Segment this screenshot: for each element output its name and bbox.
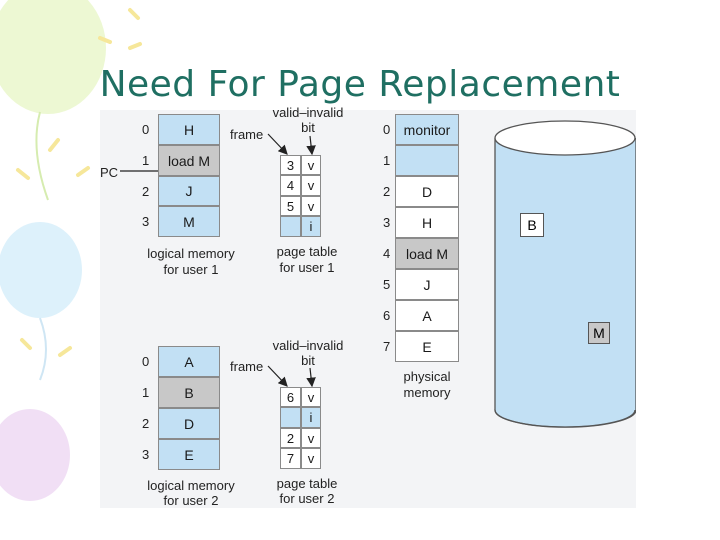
user1-index-0: 0 xyxy=(142,122,150,137)
user2-pt-bit-3: v xyxy=(301,448,321,469)
user1-logical-memory-label: logical memory xyxy=(147,246,235,261)
slide-title: Need For Page Replacement xyxy=(99,64,621,105)
user1-pt-frame-2: 5 xyxy=(280,196,301,216)
phys-index-4: 4 xyxy=(383,246,391,261)
user2-page-1: B xyxy=(158,377,220,408)
phys-frame-2: D xyxy=(395,176,459,207)
phys-frame-0: monitor xyxy=(395,114,459,145)
frame-arrow-user2 xyxy=(267,365,288,387)
user1-index-2: 2 xyxy=(142,184,150,199)
phys-frame-1 xyxy=(395,145,459,176)
user1-pt-frame-0: 3 xyxy=(280,155,301,175)
user2-index-1: 1 xyxy=(142,385,150,400)
user1-frame-label: frame xyxy=(230,127,264,142)
user1-logical-memory-user-label: for user 1 xyxy=(163,262,219,277)
phys-frame-7: E xyxy=(395,331,459,362)
user1-pt-bit-1: v xyxy=(301,175,321,196)
user2-pt-frame-1 xyxy=(280,407,301,428)
phys-frame-6: A xyxy=(395,300,459,331)
user2-logical-memory-label: logical memory xyxy=(147,478,235,493)
user2-bit-label: bit xyxy=(301,353,315,368)
user2-valid-invalid-label: valid–invalid xyxy=(272,338,344,353)
phys-frame-4: load M xyxy=(395,238,459,269)
pc-label: PC xyxy=(100,165,119,180)
physical-memory-label-2: memory xyxy=(403,385,451,400)
user2-pt-bit-2: v xyxy=(301,428,321,448)
phys-index-5: 5 xyxy=(383,277,391,292)
user1-pt-bit-3: i xyxy=(301,216,321,237)
user2-pt-frame-3: 7 xyxy=(280,448,301,469)
phys-index-2: 2 xyxy=(383,184,391,199)
phys-frame-5: J xyxy=(395,269,459,300)
phys-index-1: 1 xyxy=(383,153,391,168)
backing-store-disk xyxy=(494,120,636,428)
bit-arrow-user2 xyxy=(306,367,316,388)
user2-pt-frame-2: 2 xyxy=(280,428,301,448)
physical-memory-label: physical xyxy=(403,369,451,384)
user2-frame-label: frame xyxy=(230,359,264,374)
user1-pt-bit-0: v xyxy=(301,155,321,175)
user2-pt-bit-0: v xyxy=(301,387,321,407)
user1-page-table-user-label: for user 1 xyxy=(279,260,335,275)
user1-page-table-label: page table xyxy=(276,244,338,259)
phys-index-7: 7 xyxy=(383,339,391,354)
user1-page-2: J xyxy=(158,176,220,206)
diagram-lines xyxy=(120,120,636,428)
user1-pt-bit-2: v xyxy=(301,196,321,216)
user1-index-1: 1 xyxy=(142,153,150,168)
user1-bit-label: bit xyxy=(301,120,315,135)
backing-store-block-b: B xyxy=(520,213,544,237)
user2-index-2: 2 xyxy=(142,416,150,431)
user1-index-3: 3 xyxy=(142,214,150,229)
user2-page-table-user-label: for user 2 xyxy=(279,491,335,506)
phys-index-6: 6 xyxy=(383,308,391,323)
frame-arrow-user1 xyxy=(267,133,288,155)
user2-logical-memory-user-label: for user 2 xyxy=(163,493,219,508)
user2-page-0: A xyxy=(158,346,220,377)
user2-page-table-label: page table xyxy=(276,476,338,491)
user1-page-3: M xyxy=(158,206,220,237)
bit-arrow-user1 xyxy=(306,135,316,156)
page-replacement-diagram: 0 1 2 3 H load M J M PC frame valid–inva… xyxy=(100,105,636,508)
user1-valid-invalid-label: valid–invalid xyxy=(272,105,344,120)
backing-store-block-m: M xyxy=(588,322,610,344)
user1-pt-frame-3 xyxy=(280,216,301,237)
phys-index-0: 0 xyxy=(383,122,391,137)
user2-page-3: E xyxy=(158,439,220,470)
user2-pt-bit-1: i xyxy=(301,407,321,428)
user1-page-1: load M xyxy=(158,145,220,176)
user2-page-2: D xyxy=(158,408,220,439)
user2-index-3: 3 xyxy=(142,447,150,462)
user2-pt-frame-0: 6 xyxy=(280,387,301,407)
user1-pt-frame-1: 4 xyxy=(280,175,301,196)
phys-index-3: 3 xyxy=(383,215,391,230)
user2-index-0: 0 xyxy=(142,354,150,369)
phys-frame-3: H xyxy=(395,207,459,238)
user1-page-0: H xyxy=(158,114,220,145)
